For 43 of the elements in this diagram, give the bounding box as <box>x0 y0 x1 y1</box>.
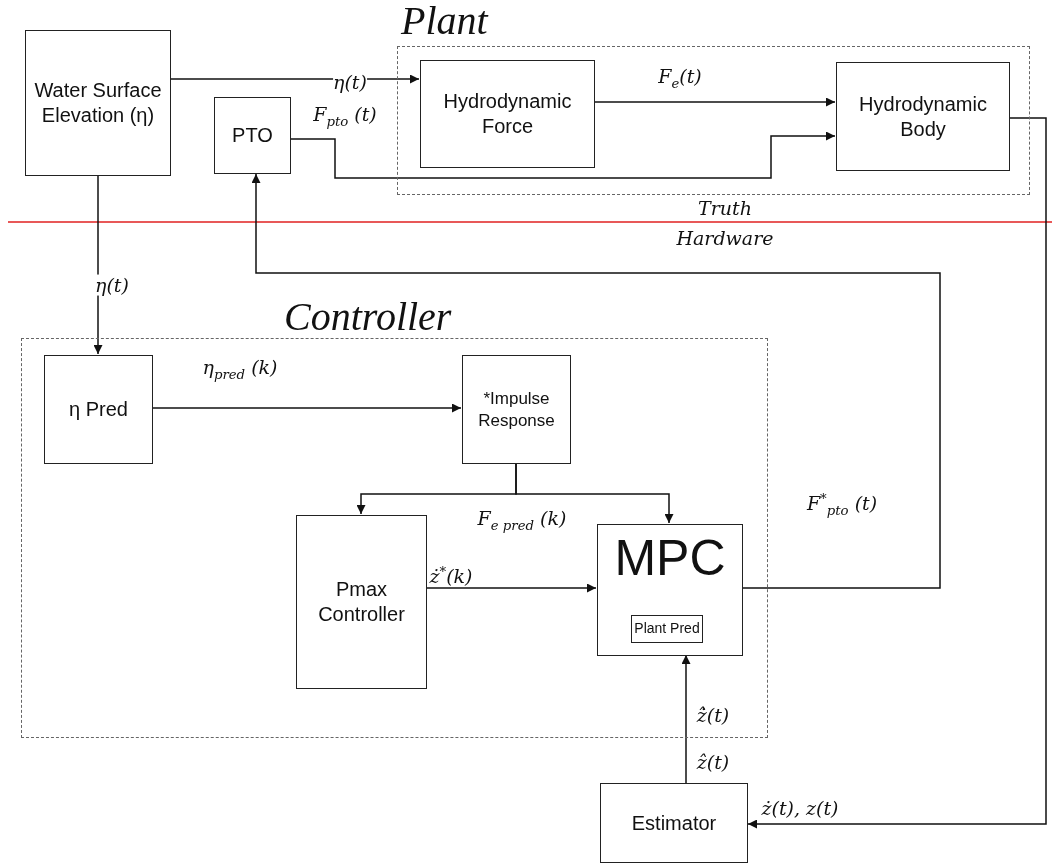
signal-label: Truth <box>698 197 752 219</box>
edge-label: F$_{e pred}$ (k) <box>477 508 567 534</box>
edge-label: η(t) <box>95 274 129 296</box>
edge-label: η$_{pred}$ (k) <box>202 357 278 383</box>
arrow <box>151 403 462 413</box>
arrow <box>93 175 103 355</box>
process-box <box>631 615 703 643</box>
process-box <box>600 783 748 863</box>
process-box <box>25 30 171 176</box>
arrow <box>681 654 691 784</box>
process-box <box>44 355 153 464</box>
arrow <box>425 583 597 593</box>
process-box <box>420 60 595 168</box>
process-box <box>296 515 427 689</box>
node-label: MPC <box>614 533 726 583</box>
signal-label: Hardware <box>676 227 774 249</box>
signal-label: ż̂(t) <box>696 704 730 726</box>
node-label: Hydrodynamic Body <box>858 91 988 142</box>
node-label: PTO <box>232 123 273 148</box>
process-box <box>462 355 571 464</box>
node-label: Water Surface Elevation (η) <box>33 78 163 128</box>
edge-label: F$^{*}$$_{pto}$ (t) <box>806 491 878 519</box>
edge-label: F$_{pto}$ (t) <box>313 104 377 130</box>
edge-label: η(t) <box>333 71 367 93</box>
process-box <box>214 97 291 174</box>
process-box <box>597 524 743 656</box>
node-label: Pmax Controller <box>317 577 406 627</box>
node-label: Plant Pred <box>634 620 700 638</box>
arrow <box>593 97 836 107</box>
node-label: Estimator <box>631 810 717 836</box>
edge-label: ż$^{*}$(k) <box>429 564 473 588</box>
group-title: Controller <box>284 297 452 337</box>
node-label: *Impulse Response <box>477 388 556 431</box>
process-box <box>836 62 1010 171</box>
node-label: η Pred <box>69 397 128 422</box>
edge-label: ẑ(t) <box>696 751 730 773</box>
arrow <box>515 462 674 524</box>
node-label: Hydrodynamic Force <box>442 89 573 139</box>
group-title: Plant <box>401 1 488 41</box>
edge-label: ż(t), z(t) <box>761 797 839 819</box>
arrow <box>251 173 941 589</box>
arrow <box>290 131 836 179</box>
arrow <box>747 117 1047 829</box>
